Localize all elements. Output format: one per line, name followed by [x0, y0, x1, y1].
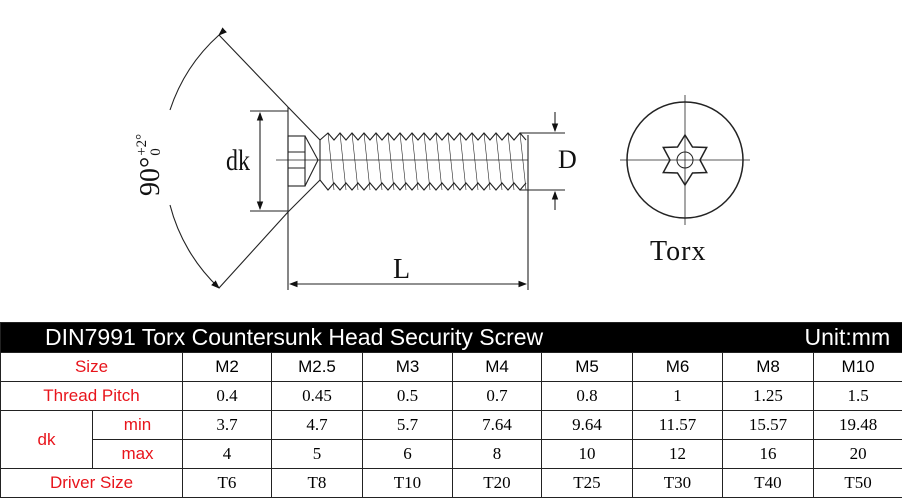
- angle-value: 90°: [135, 156, 166, 196]
- row-header: Thread Pitch: [0, 381, 183, 411]
- table-cell: 0.5: [362, 381, 453, 411]
- table-cell: M3: [362, 352, 453, 382]
- angle-tolerance-lower: 0: [148, 148, 164, 156]
- table-cell: 3.7: [182, 410, 272, 440]
- technical-drawing: 90°+2°0 dk D L Torx: [134, 27, 750, 290]
- table-cell: 1.25: [722, 381, 814, 411]
- table-cell: 1.5: [812, 381, 902, 411]
- table-cell: 11.57: [632, 410, 723, 440]
- table-cell: 6: [362, 439, 453, 469]
- table-cell: 8: [452, 439, 542, 469]
- l-dimension-label: L: [393, 254, 411, 285]
- table-cell: T8: [271, 468, 363, 498]
- table-cell: 0.7: [452, 381, 542, 411]
- table-cell: M2: [182, 352, 272, 382]
- table-cell: 12: [632, 439, 723, 469]
- table-cell: M4: [452, 352, 542, 382]
- row-subheader: max: [92, 439, 183, 469]
- table-cell: 15.57: [722, 410, 814, 440]
- torx-head-view: [620, 95, 750, 225]
- table-cell: M8: [722, 352, 814, 382]
- table-cell: M10: [812, 352, 902, 382]
- table-cell: T20: [452, 468, 542, 498]
- angle-tolerance-upper: +2°: [134, 133, 150, 156]
- table-cell: 19.48: [812, 410, 902, 440]
- table-title: DIN7991 Torx Countersunk Head Security S…: [45, 324, 544, 350]
- row-header: Size: [0, 352, 183, 382]
- unit-label: Unit:mm: [804, 324, 891, 350]
- screw-side-view: [169, 27, 565, 290]
- table-title-bar: DIN7991 Torx Countersunk Head Security S…: [0, 322, 902, 353]
- table-cell: 20: [812, 439, 902, 469]
- table-cell: 1: [632, 381, 723, 411]
- table-cell: M6: [632, 352, 723, 382]
- table-cell: M5: [541, 352, 633, 382]
- table-cell: 4: [182, 439, 272, 469]
- table-cell: 9.64: [541, 410, 633, 440]
- table-cell: T6: [182, 468, 272, 498]
- table-cell: T40: [722, 468, 814, 498]
- spec-table: DIN7991 Torx Countersunk Head Security S…: [0, 322, 902, 498]
- table-cell: T10: [362, 468, 453, 498]
- row-header: Driver Size: [0, 468, 183, 498]
- d-dimension-label: D: [558, 145, 577, 174]
- row-header: dk: [0, 410, 93, 469]
- table-cell: 4.7: [271, 410, 363, 440]
- table-cell: M2.5: [271, 352, 363, 382]
- table-cell: T50: [812, 468, 902, 498]
- table-cell: 0.8: [541, 381, 633, 411]
- torx-label: Torx: [650, 236, 707, 267]
- table-cell: 10: [541, 439, 633, 469]
- table-cell: T30: [632, 468, 723, 498]
- table-cell: 0.45: [271, 381, 363, 411]
- table-cell: 7.64: [452, 410, 542, 440]
- table-cell: 5.7: [362, 410, 453, 440]
- table-cell: 16: [722, 439, 814, 469]
- row-subheader: min: [92, 410, 183, 440]
- table-cell: T25: [541, 468, 633, 498]
- dk-dimension-label: dk: [226, 144, 250, 177]
- table-cell: 5: [271, 439, 363, 469]
- angle-label: 90°+2°0: [134, 133, 167, 196]
- table-cell: 0.4: [182, 381, 272, 411]
